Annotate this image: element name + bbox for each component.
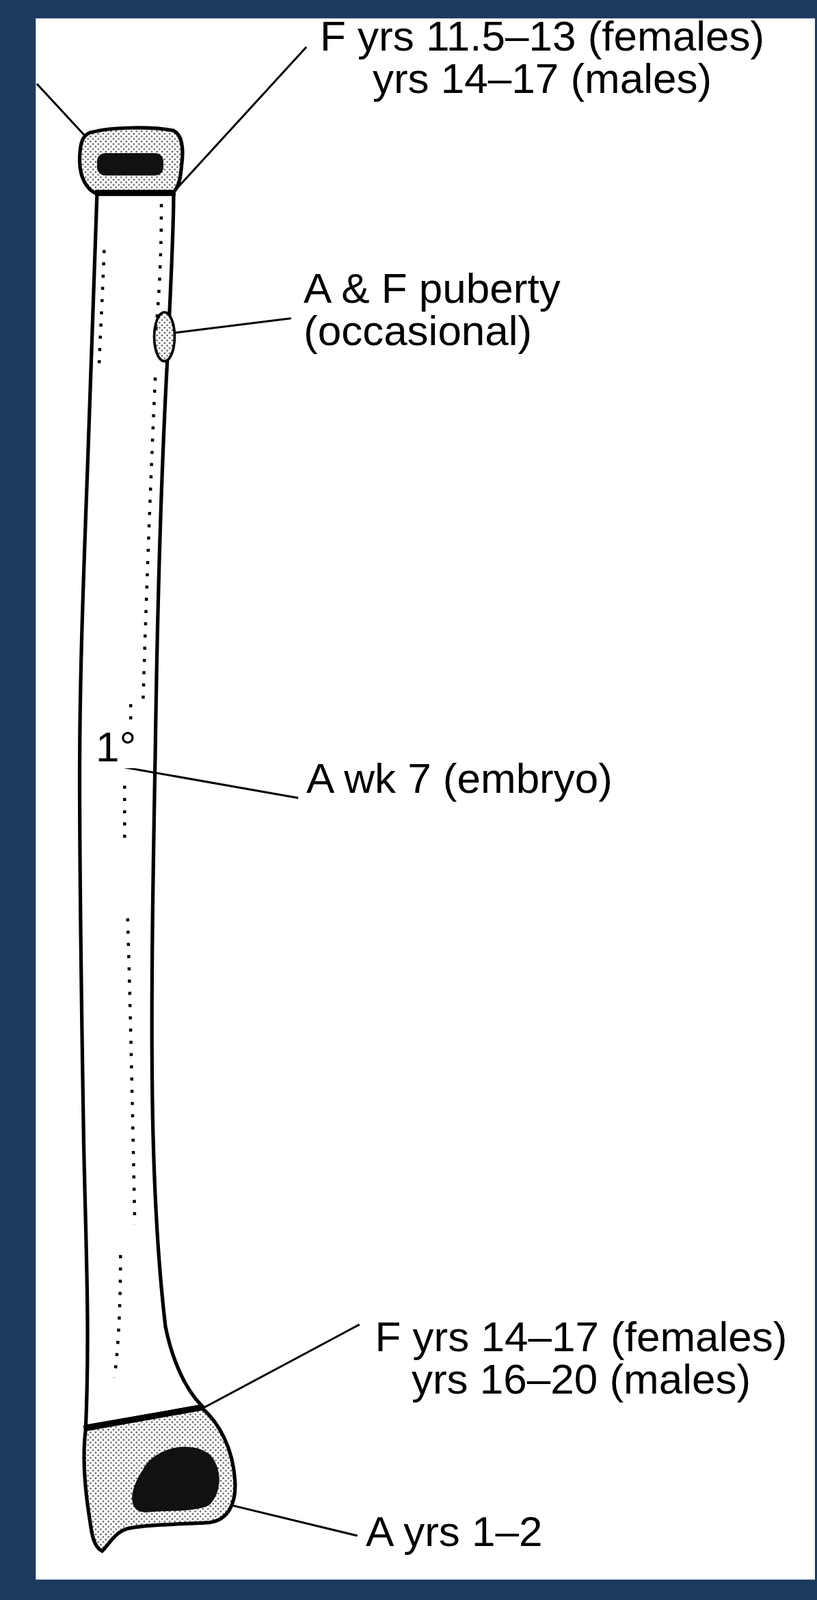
ossification-label: A wk 7 (embryo) [306, 757, 613, 800]
ossification-center [97, 153, 164, 176]
dotted-line [127, 918, 135, 1226]
proximal-epiphysis [79, 127, 183, 195]
ossification-label: A & F puberty (occasional) [303, 267, 598, 353]
ossification-label: A yrs 1–2 [365, 1510, 543, 1554]
distal-epiphysis [84, 1408, 236, 1552]
panel [35, 18, 815, 1580]
primary-center-label: 1° [95, 726, 137, 769]
dotted-line [129, 704, 132, 720]
leader-line [231, 1505, 358, 1537]
growth-plate [83, 1407, 204, 1429]
dotted-line [114, 1255, 121, 1378]
bone-shaft [79, 194, 203, 1428]
ossification-center [131, 1447, 220, 1513]
apophysis-center [154, 312, 176, 362]
leader-line [36, 83, 87, 137]
dotted-line [123, 786, 126, 848]
growth-plate [95, 190, 176, 197]
leader-line [175, 47, 307, 191]
dotted-line [99, 250, 104, 368]
leader-line [124, 767, 299, 799]
dotted-line [155, 204, 162, 338]
leader-line [198, 1324, 360, 1411]
ossification-label: F yrs 14–17 (females) yrs 16–20 (males) [355, 1316, 807, 1401]
dotted-line [142, 377, 156, 705]
ossification-label: F yrs 11.5–13 (females) yrs 14–17 (males… [316, 15, 768, 100]
leader-line [175, 318, 292, 333]
